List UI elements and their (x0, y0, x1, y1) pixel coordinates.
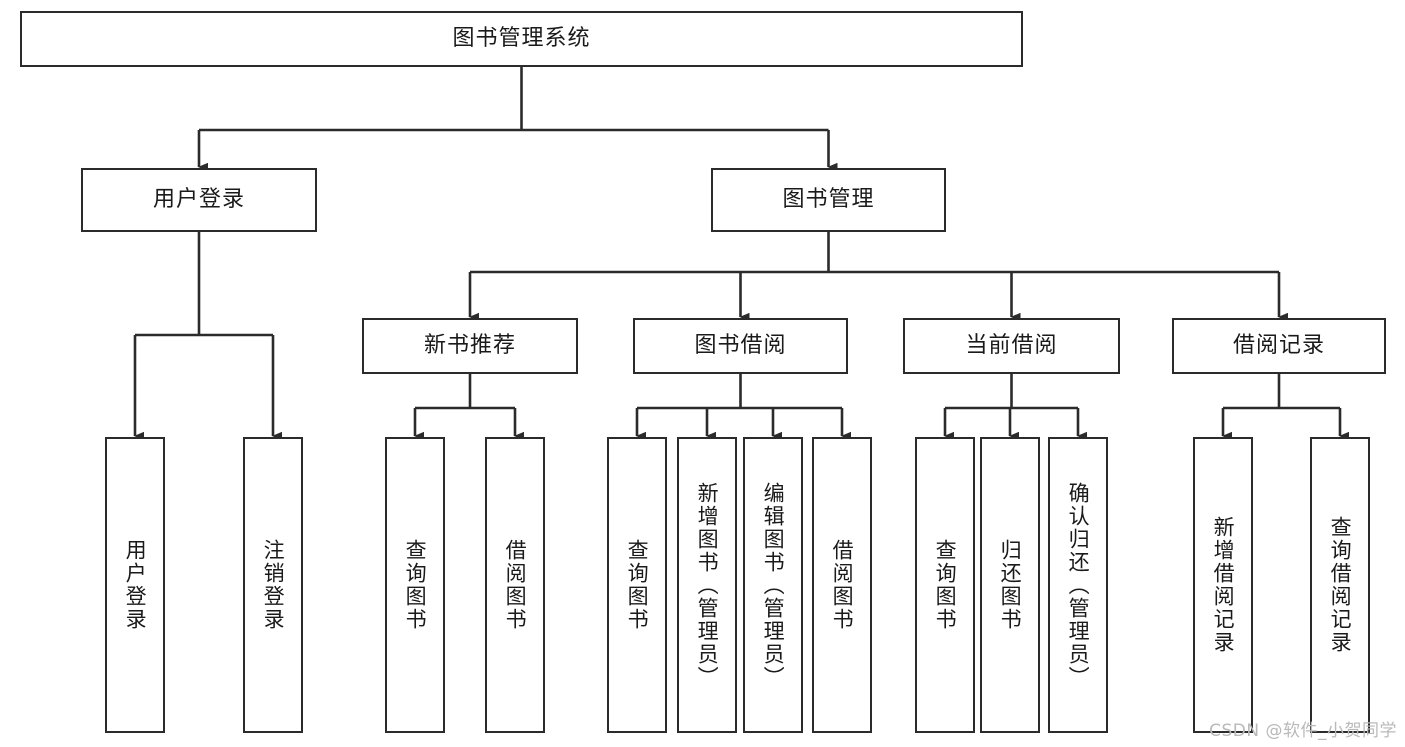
leaf-add-book-admin[interactable]: 新增图书（管理员） (677, 437, 737, 733)
node-label: 借阅图书 (830, 539, 855, 631)
node-label: 借阅图书 (503, 539, 528, 631)
node-new-book-recommend[interactable]: 新书推荐 (362, 318, 578, 374)
node-label: 新增借阅记录 (1211, 516, 1236, 654)
node-book-borrow[interactable]: 图书借阅 (633, 318, 848, 374)
node-label: 确认归还（管理员） (1066, 481, 1091, 689)
node-label: 查询借阅记录 (1328, 516, 1353, 654)
leaf-query-book-current[interactable]: 查询图书 (915, 437, 975, 733)
leaf-confirm-return-admin[interactable]: 确认归还（管理员） (1048, 437, 1108, 733)
node-label: 用户登录 (123, 539, 148, 631)
node-root[interactable]: 图书管理系统 (20, 11, 1023, 67)
leaf-logout[interactable]: 注销登录 (243, 437, 303, 733)
watermark: CSDN @软件_小贺同学 (1209, 721, 1397, 741)
node-label: 查询图书 (933, 539, 958, 631)
leaf-edit-book-admin[interactable]: 编辑图书（管理员） (743, 437, 803, 733)
node-label: 用户登录 (152, 186, 245, 212)
leaf-query-book-recommend[interactable]: 查询图书 (385, 437, 445, 733)
node-label: 新增图书（管理员） (695, 481, 720, 689)
node-label: 当前借阅 (965, 332, 1058, 358)
leaf-query-book-borrow[interactable]: 查询图书 (607, 437, 667, 733)
leaf-borrow-book[interactable]: 借阅图书 (812, 437, 872, 733)
node-label: 借阅记录 (1232, 332, 1325, 358)
node-label: 图书管理系统 (452, 25, 591, 51)
leaf-return-book[interactable]: 归还图书 (980, 437, 1040, 733)
node-label: 图书借阅 (694, 332, 787, 358)
leaf-user-login[interactable]: 用户登录 (105, 437, 165, 733)
node-user-login[interactable]: 用户登录 (81, 168, 317, 232)
leaf-add-borrow-record[interactable]: 新增借阅记录 (1193, 437, 1253, 733)
node-label: 编辑图书（管理员） (761, 481, 786, 689)
node-book-management[interactable]: 图书管理 (711, 168, 946, 232)
node-label: 图书管理 (782, 186, 875, 212)
node-current-borrow[interactable]: 当前借阅 (903, 318, 1120, 374)
node-borrow-records[interactable]: 借阅记录 (1172, 318, 1386, 374)
node-label: 归还图书 (998, 539, 1023, 631)
node-label: 新书推荐 (423, 332, 516, 358)
leaf-query-borrow-record[interactable]: 查询借阅记录 (1310, 437, 1370, 733)
node-label: 注销登录 (261, 539, 286, 631)
node-label: 查询图书 (625, 539, 650, 631)
node-label: 查询图书 (403, 539, 428, 631)
leaf-borrow-book-recommend[interactable]: 借阅图书 (485, 437, 545, 733)
